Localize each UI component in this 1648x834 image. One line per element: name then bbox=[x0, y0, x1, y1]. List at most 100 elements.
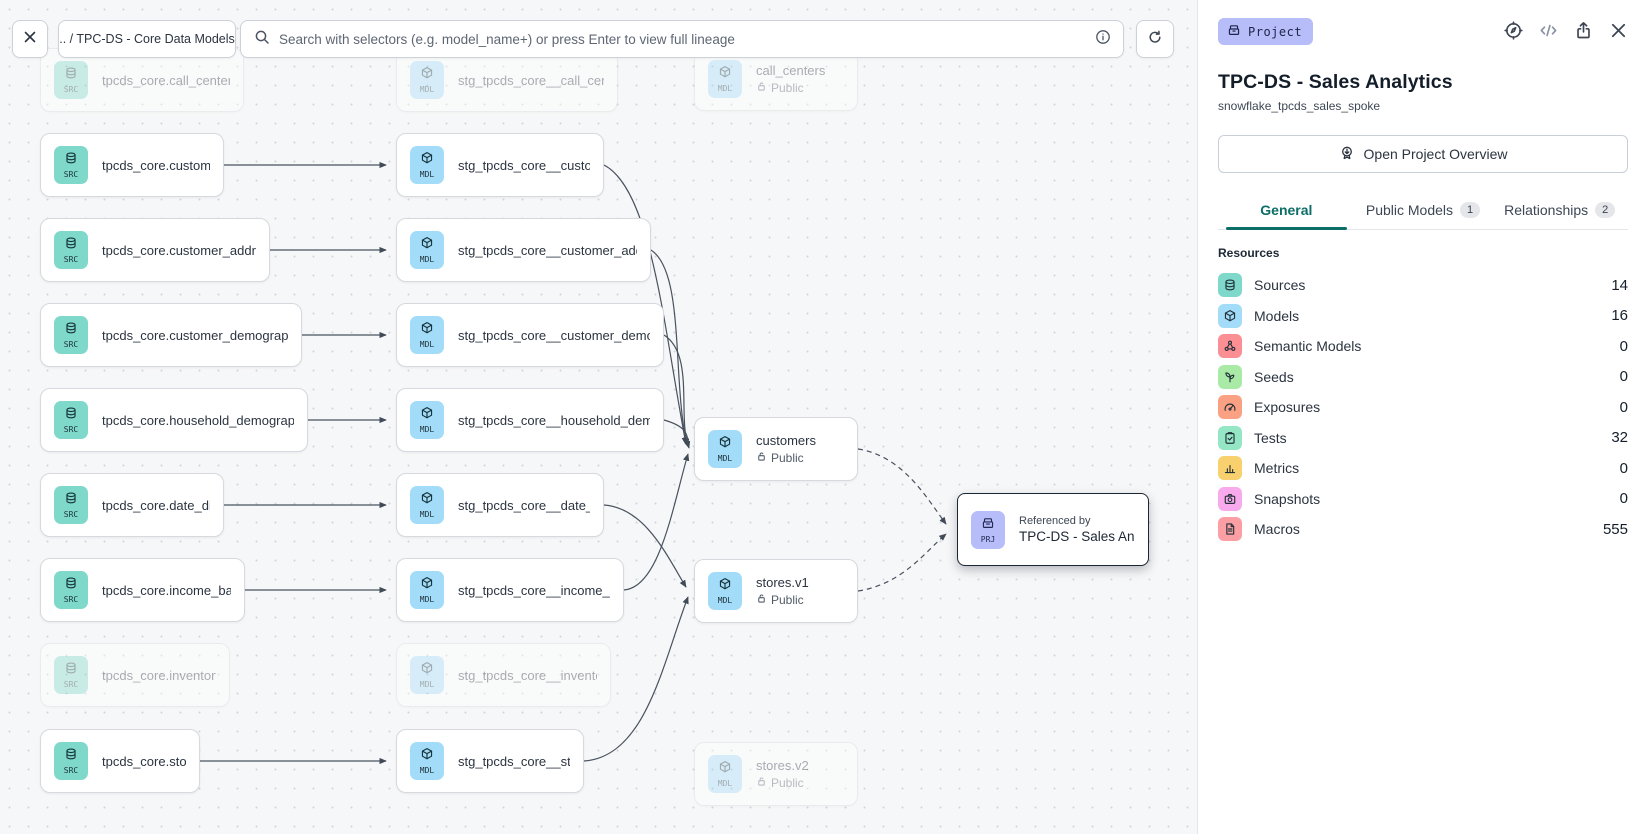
details-panel: Project TPC-DS - Sales Analytics snowfla… bbox=[1197, 0, 1648, 834]
node-label: stg_tpcds_core__inventory bbox=[458, 668, 597, 683]
cube-icon bbox=[1218, 304, 1242, 328]
open-project-overview-button[interactable]: Open Project Overview bbox=[1218, 135, 1628, 173]
info-icon[interactable] bbox=[1095, 29, 1111, 50]
resource-row-sources[interactable]: Sources14 bbox=[1218, 270, 1628, 301]
lineage-node-stg-tpcds-core-date-dim[interactable]: MDLstg_tpcds_core__date_dim bbox=[396, 473, 604, 537]
lineage-node-tpcds-core.household-demographics[interactable]: SRCtpcds_core.household_demographics bbox=[40, 388, 308, 452]
resource-label: Seeds bbox=[1254, 369, 1608, 385]
node-type-label: MDL bbox=[420, 511, 434, 519]
node-type-label: MDL bbox=[420, 171, 434, 179]
clipboard-check-icon bbox=[1218, 426, 1242, 450]
lineage-node-tpcds-core.store[interactable]: SRCtpcds_core.store bbox=[40, 729, 200, 793]
lineage-node-customers[interactable]: MDLcustomersPublic bbox=[694, 417, 858, 481]
lineage-edge bbox=[664, 335, 688, 446]
close-panel-icon[interactable] bbox=[1608, 20, 1628, 40]
node-text: stg_tpcds_core__household_demogr… bbox=[458, 413, 650, 428]
explore-lineage-icon[interactable] bbox=[1503, 20, 1523, 40]
breadcrumb-label: .. / TPC-DS - Core Data Models bbox=[59, 32, 235, 46]
lineage-node-stg-tpcds-core-household-demogr-[interactable]: MDL stg_tpcds_core__household_demogr… bbox=[396, 388, 664, 452]
lineage-node-tpcds-core.customer[interactable]: SRC tpcds_core.customer bbox=[40, 133, 224, 197]
resource-label: Metrics bbox=[1254, 460, 1608, 476]
node-text: tpcds_core.date_dim bbox=[102, 498, 210, 513]
node-text: stg_tpcds_core__call_center bbox=[458, 73, 604, 88]
node-type-label: PRJ bbox=[981, 536, 995, 544]
node-label: TPC-DS - Sales Analytics bbox=[1019, 529, 1135, 544]
lineage-node-stg-tpcds-core-store[interactable]: MDLstg_tpcds_core__store bbox=[396, 729, 584, 793]
gauge-icon bbox=[1218, 395, 1242, 419]
code-icon[interactable] bbox=[1538, 20, 1558, 40]
close-icon bbox=[22, 29, 38, 50]
lineage-node-tpc-ds-sales-analytics[interactable]: PRJReferenced byTPC-DS - Sales Analytics bbox=[957, 493, 1149, 566]
resource-row-tests[interactable]: Tests32 bbox=[1218, 423, 1628, 454]
resource-count: 555 bbox=[1603, 521, 1628, 538]
refresh-button[interactable] bbox=[1136, 20, 1174, 58]
lineage-node-stg-tpcds-core-customer-demogra-[interactable]: MDL stg_tpcds_core__customer_demogra… bbox=[396, 303, 664, 367]
node-text: tpcds_core.store bbox=[102, 754, 186, 769]
resource-label: Macros bbox=[1254, 521, 1591, 537]
tab-label: Public Models bbox=[1366, 202, 1453, 218]
node-type-label: MDL bbox=[420, 86, 434, 94]
resource-row-semantic-models[interactable]: Semantic Models0 bbox=[1218, 331, 1628, 362]
cube-icon bbox=[420, 661, 434, 680]
lineage-node-tpcds-core.date-dim[interactable]: SRCtpcds_core.date_dim bbox=[40, 473, 224, 537]
lineage-node-tpcds-core.income-band[interactable]: SRCtpcds_core.income_band bbox=[40, 558, 245, 622]
resource-row-metrics[interactable]: Metrics 0 bbox=[1218, 453, 1628, 484]
tab-relationships[interactable]: Relationships2 bbox=[1491, 193, 1628, 229]
mdl-badge: MDL bbox=[410, 146, 444, 184]
resource-row-models[interactable]: Models16 bbox=[1218, 301, 1628, 332]
resource-label: Semantic Models bbox=[1254, 338, 1608, 354]
mdl-badge: MDL bbox=[410, 656, 444, 694]
lineage-node-tpcds-core.customer-address[interactable]: SRCtpcds_core.customer_address bbox=[40, 218, 270, 282]
lineage-node-stg-tpcds-core-income-band[interactable]: MDLstg_tpcds_core__income_band bbox=[396, 558, 624, 622]
database-icon bbox=[64, 491, 78, 510]
tab-general[interactable]: General bbox=[1218, 193, 1355, 229]
resource-count: 14 bbox=[1611, 277, 1628, 294]
node-label: stg_tpcds_core__store bbox=[458, 754, 570, 769]
close-lineage-button[interactable] bbox=[12, 20, 48, 58]
database-icon bbox=[64, 406, 78, 425]
search-input[interactable] bbox=[279, 32, 1086, 47]
file-icon bbox=[1218, 517, 1242, 541]
node-label: tpcds_core.customer bbox=[102, 158, 210, 173]
lineage-node-stg-tpcds-core-customer-address[interactable]: MDLstg_tpcds_core__customer_address bbox=[396, 218, 651, 282]
resource-row-seeds[interactable]: Seeds0 bbox=[1218, 362, 1628, 393]
node-type-label: SRC bbox=[64, 86, 78, 94]
node-label: tpcds_core.date_dim bbox=[102, 498, 210, 513]
node-type-label: MDL bbox=[420, 341, 434, 349]
lineage-canvas[interactable]: SRCtpcds_core.call_centerSRCtpcds_core.c… bbox=[0, 0, 1197, 834]
lineage-node-stg-tpcds-core-inventory[interactable]: MDL stg_tpcds_core__inventory bbox=[396, 643, 611, 707]
tab-public-models[interactable]: Public Models1 bbox=[1355, 193, 1492, 229]
resources-heading: Resources bbox=[1218, 246, 1628, 260]
lineage-node-tpcds-core.inventory[interactable]: SRCtpcds_core.inventory bbox=[40, 643, 230, 707]
lineage-node-stores.v2[interactable]: MDLstores.v2Public bbox=[694, 742, 858, 806]
mdl-badge: MDL bbox=[410, 401, 444, 439]
tab-label: General bbox=[1260, 202, 1312, 218]
resource-label: Exposures bbox=[1254, 399, 1608, 415]
node-type-label: SRC bbox=[64, 171, 78, 179]
resource-row-snapshots[interactable]: Snapshots0 bbox=[1218, 484, 1628, 515]
lineage-node-stg-tpcds-core-customer[interactable]: MDLstg_tpcds_core__customer bbox=[396, 133, 604, 197]
node-text: customersPublic bbox=[756, 433, 816, 465]
search-bar[interactable] bbox=[240, 20, 1124, 58]
breadcrumb[interactable]: .. / TPC-DS - Core Data Models bbox=[58, 20, 236, 58]
cube-icon bbox=[420, 747, 434, 766]
src-badge: SRC bbox=[54, 61, 88, 99]
lineage-node-tpcds-core.customer-demographics[interactable]: SRCtpcds_core.customer_demographics bbox=[40, 303, 302, 367]
lineage-edge bbox=[664, 420, 689, 448]
src-badge: SRC bbox=[54, 231, 88, 269]
lock-open-icon bbox=[756, 776, 767, 790]
database-icon bbox=[64, 151, 78, 170]
cube-icon bbox=[420, 576, 434, 595]
node-text: tpcds_core.household_demographics bbox=[102, 413, 294, 428]
node-text: stg_tpcds_core__customer_demogra… bbox=[458, 328, 650, 343]
node-text: stores.v2Public bbox=[756, 758, 809, 790]
resource-row-exposures[interactable]: Exposures0 bbox=[1218, 392, 1628, 423]
mdl-badge: MDL bbox=[410, 316, 444, 354]
lineage-node-stores.v1[interactable]: MDLstores.v1Public bbox=[694, 559, 858, 623]
resource-row-macros[interactable]: Macros 555 bbox=[1218, 514, 1628, 545]
src-badge: SRC bbox=[54, 656, 88, 694]
resource-count: 0 bbox=[1620, 460, 1628, 477]
mdl-badge: MDL bbox=[708, 60, 742, 98]
share-icon[interactable] bbox=[1573, 20, 1593, 40]
node-text: stg_tpcds_core__income_band bbox=[458, 583, 610, 598]
